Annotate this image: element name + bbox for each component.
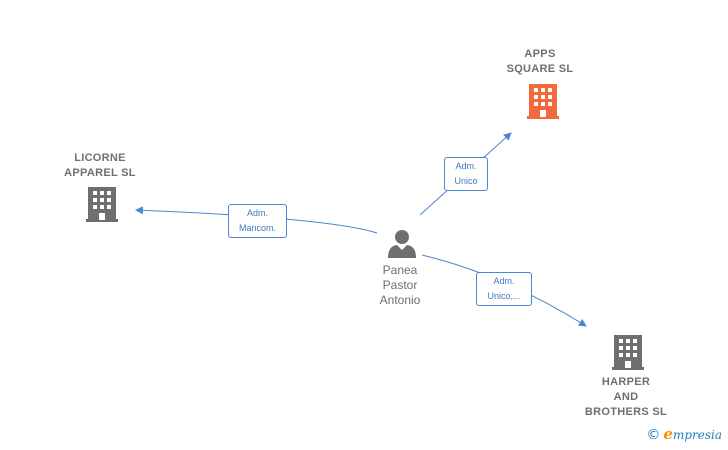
copyright-icon: ©: [646, 427, 661, 443]
person-name[interactable]: Panea Pastor Antonio: [379, 263, 421, 307]
brand-logo-initial: e: [663, 425, 673, 443]
brand-logo-text: mpresia: [672, 428, 722, 442]
relation-label-licorne: Adm. Mancom.: [228, 204, 287, 238]
brand-watermark: ©empresia: [646, 425, 722, 443]
relation-label-harper: Adm. Unico,...: [476, 272, 532, 306]
company-name-apps-square[interactable]: APPS SQUARE SL: [506, 48, 574, 75]
relation-label-apps-square: Adm. Unico: [444, 157, 488, 191]
edge-to-licorne: [135, 206, 378, 234]
building-icon[interactable]: [86, 187, 118, 222]
building-icon[interactable]: [612, 335, 644, 370]
building-icon[interactable]: [527, 84, 559, 119]
company-name-licorne[interactable]: LICORNE APPAREL SL: [64, 152, 136, 179]
company-name-harper[interactable]: HARPER AND BROTHERS SL: [584, 376, 668, 418]
person-icon[interactable]: [387, 229, 417, 259]
